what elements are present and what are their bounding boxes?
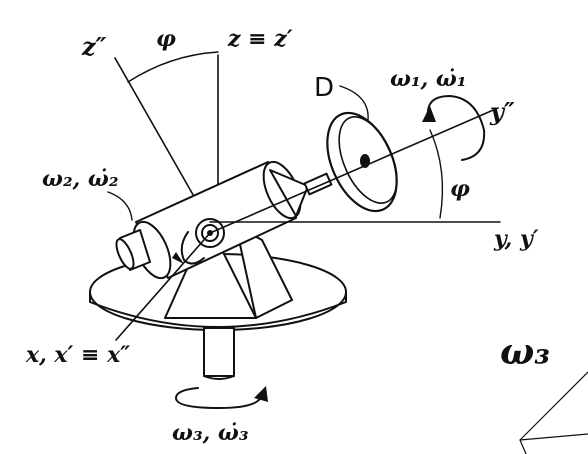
spin-cone	[269, 169, 309, 217]
label-phi-top: φ	[156, 26, 176, 52]
counterweight-cap	[115, 238, 135, 270]
label-omega3-big: ω₃	[500, 331, 550, 373]
omega2-arrowhead	[172, 252, 184, 264]
omega1-arrowhead	[422, 106, 436, 122]
x-axis-line	[115, 232, 211, 341]
label-omega1: ω₁, ω̇₁	[390, 66, 466, 92]
label-omega3-bottom: ω₃, ω̇₃	[172, 420, 249, 446]
y-double-prime-axis-line	[209, 107, 499, 234]
partial-figure-line-b	[519, 433, 588, 441]
shaft-bottom	[203, 375, 235, 380]
disk-d-rim	[338, 116, 398, 204]
phi-arc-right	[429, 129, 444, 219]
omega3-arrowhead	[254, 386, 268, 402]
label-z-double-prime: z″	[81, 32, 107, 61]
base-plate-edge	[89, 291, 347, 328]
disk-leader	[339, 85, 369, 121]
support-fork-back	[235, 225, 293, 319]
omega1-rotation-arrow	[426, 95, 486, 161]
label-phi-right: φ	[450, 176, 470, 202]
shaft	[203, 327, 235, 377]
label-disk-d: D	[314, 73, 334, 103]
label-z-equiv: z ≡ z′	[227, 26, 293, 52]
label-omega2: ω₂, ω̇₂	[42, 166, 118, 192]
omega2-rotation-arrow	[180, 231, 205, 265]
label-x-axis: x, x′ ≡ x″	[25, 342, 130, 368]
partial-figure-line-c	[519, 439, 527, 454]
label-y-double-prime: y″	[489, 97, 515, 126]
partial-figure-line-a	[519, 371, 588, 441]
omega2-leader	[107, 191, 133, 221]
spin-axle	[303, 172, 333, 196]
omega3-rotation-arrow	[175, 387, 263, 409]
label-y-axis: y, y′	[493, 226, 539, 252]
phi-arc-top	[127, 51, 219, 83]
